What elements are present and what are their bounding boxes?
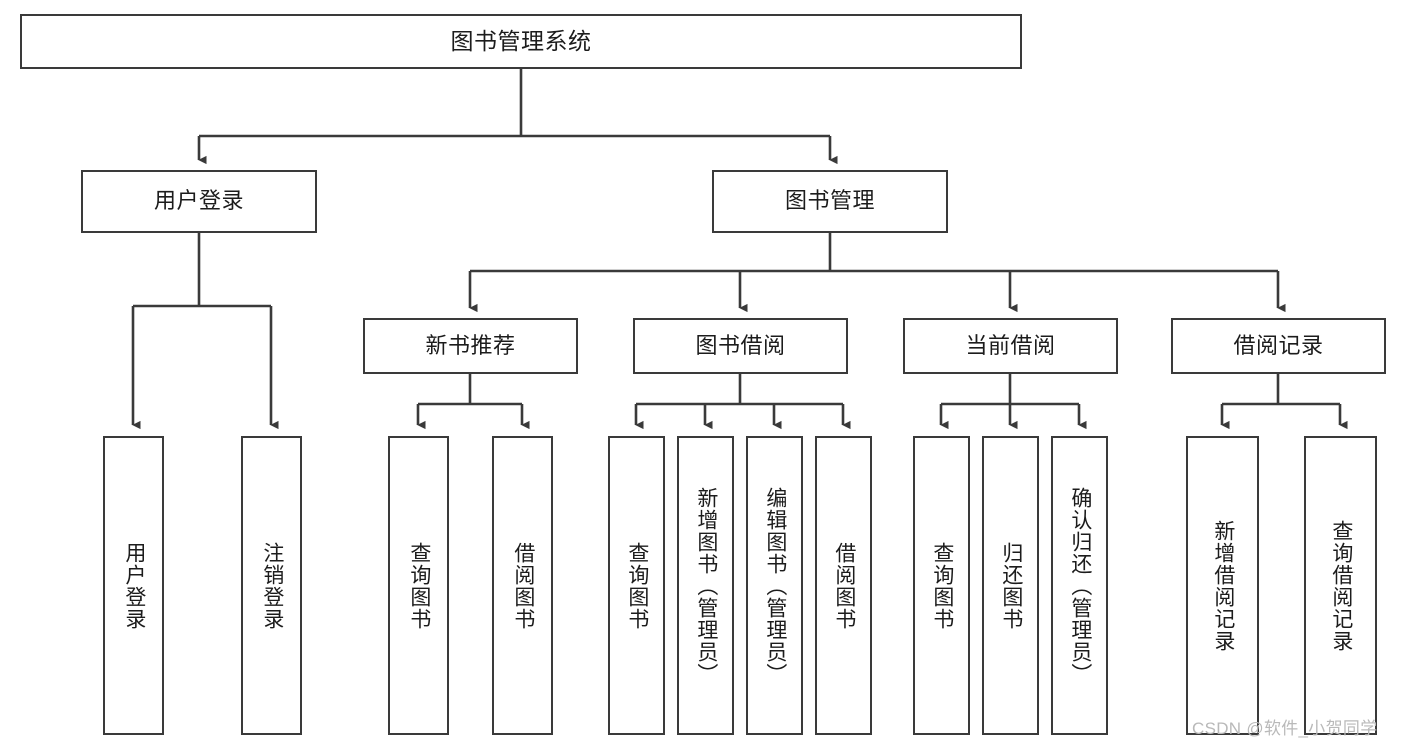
node-label-leaf-query-book-1: 查询图书	[407, 541, 431, 630]
node-label-leaf-return-book: 归还图书	[999, 541, 1023, 630]
node-label-new-book-recommend: 新书推荐	[425, 332, 516, 358]
node-current-borrow[interactable]: 当前借阅	[903, 318, 1118, 374]
node-leaf-logout[interactable]: 注销登录	[241, 436, 302, 735]
node-label-borrow-record: 借阅记录	[1233, 332, 1324, 358]
node-leaf-borrow-book-2[interactable]: 借阅图书	[815, 436, 872, 735]
node-label-leaf-query-record: 查询借阅记录	[1329, 519, 1353, 652]
node-label-leaf-borrow-book-1: 借阅图书	[511, 541, 535, 630]
node-label-current-borrow: 当前借阅	[965, 332, 1056, 358]
node-leaf-query-record[interactable]: 查询借阅记录	[1304, 436, 1377, 735]
node-label-leaf-confirm-return: 确认归还（管理员）	[1068, 486, 1092, 685]
node-label-leaf-borrow-book-2: 借阅图书	[832, 541, 856, 630]
node-label-leaf-add-record: 新增借阅记录	[1211, 519, 1235, 652]
node-leaf-query-book-1[interactable]: 查询图书	[388, 436, 449, 735]
node-label-leaf-edit-book: 编辑图书（管理员）	[763, 486, 787, 685]
node-new-book-recommend[interactable]: 新书推荐	[363, 318, 578, 374]
node-book-borrow[interactable]: 图书借阅	[633, 318, 848, 374]
node-label-leaf-query-book-2: 查询图书	[625, 541, 649, 630]
node-label-book-manage: 图书管理	[784, 188, 875, 214]
node-leaf-edit-book[interactable]: 编辑图书（管理员）	[746, 436, 803, 735]
node-borrow-record[interactable]: 借阅记录	[1171, 318, 1386, 374]
node-leaf-confirm-return[interactable]: 确认归还（管理员）	[1051, 436, 1108, 735]
node-label-book-borrow: 图书借阅	[695, 332, 786, 358]
node-label-leaf-add-book: 新增图书（管理员）	[694, 486, 718, 685]
node-leaf-add-book[interactable]: 新增图书（管理员）	[677, 436, 734, 735]
node-user-login[interactable]: 用户登录	[81, 170, 317, 233]
node-label-user-login: 用户登录	[153, 188, 244, 214]
node-label-leaf-query-book-3: 查询图书	[930, 541, 954, 630]
node-label-leaf-user-login: 用户登录	[122, 541, 146, 630]
node-leaf-return-book[interactable]: 归还图书	[982, 436, 1039, 735]
node-leaf-add-record[interactable]: 新增借阅记录	[1186, 436, 1259, 735]
node-leaf-query-book-3[interactable]: 查询图书	[913, 436, 970, 735]
node-leaf-query-book-2[interactable]: 查询图书	[608, 436, 665, 735]
node-label-root: 图书管理系统	[450, 27, 592, 54]
node-label-leaf-logout: 注销登录	[260, 541, 284, 630]
node-leaf-borrow-book-1[interactable]: 借阅图书	[492, 436, 553, 735]
node-root-system[interactable]: 图书管理系统	[20, 14, 1022, 69]
node-book-manage[interactable]: 图书管理	[712, 170, 948, 233]
node-leaf-user-login[interactable]: 用户登录	[103, 436, 164, 735]
